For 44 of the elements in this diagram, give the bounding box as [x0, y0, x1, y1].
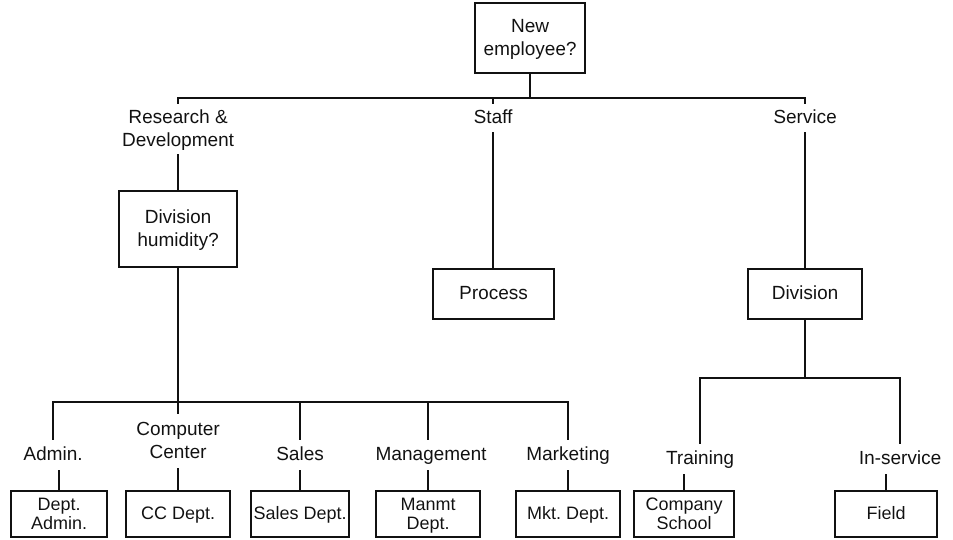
connector-line: [804, 132, 806, 268]
box-text: Division: [772, 282, 838, 306]
chart-box: [375, 490, 481, 538]
branch-label: Admin.: [23, 443, 83, 467]
connector-line: [885, 474, 887, 490]
box-text: Field: [866, 504, 906, 524]
box-text: Manmt Dept.: [399, 494, 456, 534]
chart-box: [250, 490, 350, 538]
branch-label: In-service: [858, 447, 942, 471]
chart-box: [10, 490, 108, 538]
box-text: CC Dept.: [140, 504, 216, 524]
branch-label: Research & Development: [121, 106, 235, 152]
connector-line: [804, 320, 901, 444]
branch-label: Management: [376, 443, 486, 467]
box-text: Mkt. Dept.: [526, 504, 610, 524]
chart-box: [432, 268, 555, 320]
connector-line: [427, 470, 429, 490]
branch-label: Service: [773, 106, 837, 130]
connector-line: [58, 470, 60, 490]
connector-line: [492, 132, 494, 268]
branch-label: Staff: [474, 106, 512, 130]
connector-line: [299, 470, 301, 490]
branch-label: Computer Center: [135, 418, 221, 464]
connector-line: [177, 154, 179, 190]
box-text: Sales Dept.: [253, 504, 347, 524]
connector-line: [567, 470, 569, 490]
chart-box: [633, 490, 735, 538]
chart-box: [118, 190, 238, 268]
connector-line: [529, 74, 806, 104]
box-text: New employee?: [482, 14, 578, 62]
connector-line: [177, 468, 179, 490]
box-text: Dept. Admin.: [30, 494, 88, 534]
branch-label: Training: [666, 447, 734, 471]
box-text: Process: [459, 282, 528, 306]
chart-box: [747, 268, 863, 320]
chart-box: [125, 490, 231, 538]
chart-box: [474, 2, 586, 74]
chart-box: [834, 490, 938, 538]
branch-label: Sales: [276, 443, 324, 467]
branch-label: Marketing: [526, 443, 610, 467]
chart-box: [515, 490, 621, 538]
connector-line: [683, 474, 685, 490]
box-text: Division humidity?: [136, 206, 220, 252]
box-text: Company School: [644, 494, 724, 534]
